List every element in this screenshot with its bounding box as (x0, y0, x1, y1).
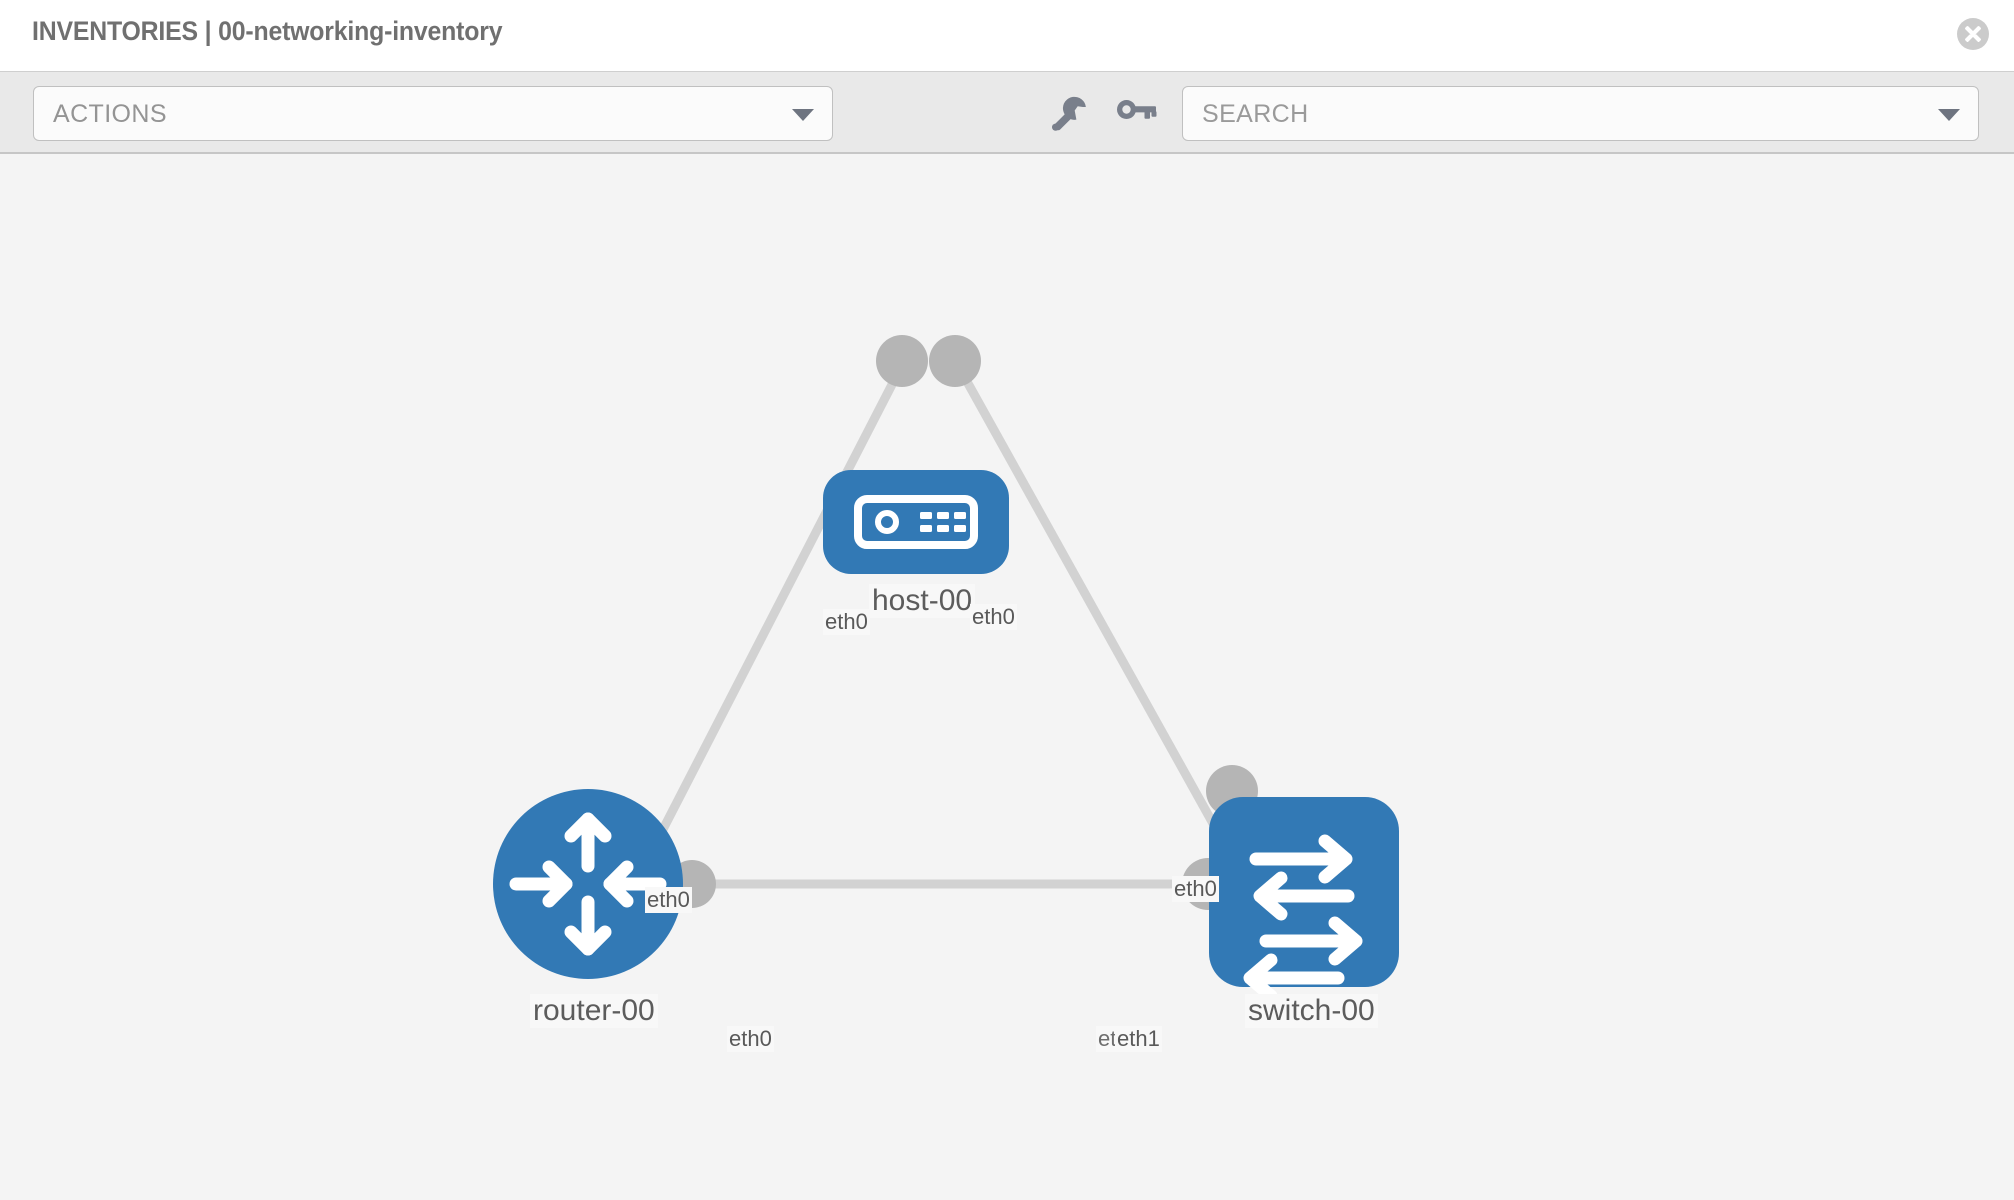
search-input[interactable]: SEARCH (1182, 86, 1979, 141)
page-title: INVENTORIES | 00-networking-inventory (32, 16, 503, 46)
switch-icon (1243, 834, 1363, 1003)
actions-dropdown-label: ACTIONS (53, 100, 167, 128)
interface-label-switch00-uplink-eth0: eth0 (1172, 876, 1219, 902)
page-header: INVENTORIES | 00-networking-inventory (0, 0, 2014, 72)
link-host00-router00[interactable] (635, 366, 905, 877)
key-icon (1117, 100, 1157, 119)
router-icon (509, 812, 667, 956)
node-label-host-00: host-00 (869, 584, 976, 618)
close-button[interactable] (1957, 18, 1989, 50)
connector-host00-eth0-left[interactable] (876, 335, 928, 387)
interface-connectors (668, 335, 1258, 910)
connector-host00-eth0-right[interactable] (929, 335, 981, 387)
node-label-router-00: router-00 (530, 994, 658, 1028)
link-host00-switch00[interactable] (956, 366, 1234, 857)
node-switch-00[interactable] (1209, 797, 1399, 1003)
interface-label-switch00-eth1: eth1 (1115, 1026, 1162, 1052)
chevron-down-icon (1938, 109, 1960, 121)
node-label-switch-00: switch-00 (1245, 994, 1378, 1028)
chevron-down-icon (792, 109, 814, 121)
search-placeholder: SEARCH (1202, 100, 1309, 128)
wrench-icon (1052, 96, 1086, 131)
key-button[interactable] (1113, 86, 1159, 141)
node-router-00[interactable] (493, 789, 683, 979)
topology-links (635, 366, 1234, 889)
actions-dropdown[interactable]: ACTIONS (33, 86, 833, 141)
server-icon (854, 495, 978, 549)
toolbar: ACTIONS SEARC (0, 72, 2014, 154)
wrench-button[interactable] (1046, 86, 1092, 141)
topology-canvas[interactable]: host-00 router-00 switch-00 eth0 eth0 et… (0, 154, 2014, 1200)
interface-label-router00-uplink-eth0: eth0 (645, 887, 692, 913)
interface-label-host00-eth0-left: eth0 (823, 609, 870, 635)
close-icon (1965, 26, 1981, 42)
interface-label-router00-eth0: eth0 (727, 1026, 774, 1052)
interface-label-host00-eth0-right: eth0 (970, 604, 1017, 630)
topology-graph (493, 335, 1399, 1003)
node-host-00[interactable] (823, 470, 1009, 574)
